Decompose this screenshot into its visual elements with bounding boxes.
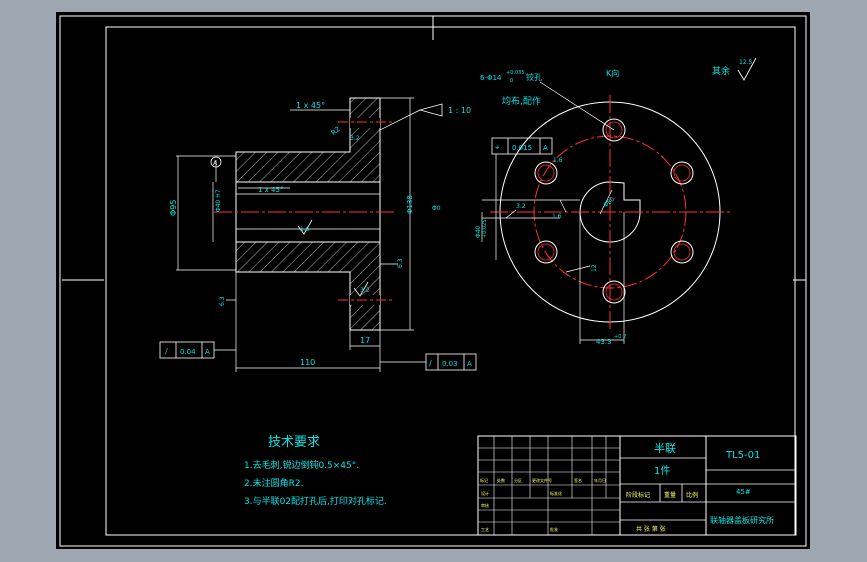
runout-left-sym: / — [165, 347, 168, 356]
bolt-hole — [534, 161, 558, 185]
tech-item-3: 3.与半联02配打孔后,打印对孔标记. — [244, 495, 387, 507]
outer-border — [59, 15, 807, 547]
taper-symbol-icon — [418, 103, 443, 117]
chamfer-bore-label: 1 x 45° — [258, 186, 283, 194]
tb-cell-weight: 重量 — [664, 491, 676, 499]
drawing-sheet — [56, 12, 810, 549]
section-view — [176, 97, 426, 372]
dim-flange-phi: Φ0 — [432, 205, 441, 212]
tb-company: 联轴器盖板研究所 — [710, 515, 774, 525]
rough-6-3a: 6.3 — [397, 258, 404, 268]
tb-cell-mark: 标记 — [480, 477, 488, 483]
rough-6-3b: 6.3 — [219, 296, 226, 306]
bolt-hole — [670, 161, 694, 185]
dim-bore: Φ40 H7 — [215, 189, 222, 212]
tb-cell-approve: 批准 — [550, 526, 558, 532]
tb-part-name: 半联 — [654, 441, 676, 455]
side-dim: Φ40 — [475, 225, 482, 238]
dim-width-110: 110 — [300, 358, 315, 367]
dim-17: 17 — [360, 336, 370, 345]
pcd-label: Φ80 — [602, 196, 616, 209]
roughness-symbol-icon — [353, 281, 369, 297]
bolt-hole — [602, 118, 626, 142]
dim-phi95: Φ95 — [169, 200, 178, 216]
tb-cell-zone: 分区 — [514, 477, 522, 483]
roughness-value: 12.5 — [739, 59, 753, 66]
title-block — [477, 435, 797, 536]
radius-label: R2 — [330, 125, 342, 137]
dim-phi138: Φ138 — [406, 195, 414, 214]
tb-cell-design: 设计 — [481, 490, 489, 496]
view-label: K向 — [606, 68, 619, 78]
keyed-bore — [579, 181, 641, 243]
keyway-tol: +0.2 — [614, 334, 626, 340]
holes-tol-lower: 0 — [510, 78, 513, 84]
tb-cell-change: 更改文件号 — [532, 477, 552, 483]
runout-right-val: 0.03 — [442, 360, 458, 368]
tb-material: 45# — [736, 488, 751, 496]
inner-border — [105, 26, 796, 536]
bolt-hole — [670, 240, 694, 264]
tb-cell-process: 工艺 — [481, 527, 489, 532]
holes-tol-upper: +0.035 — [506, 70, 525, 76]
roughness-symbol-icon — [297, 219, 313, 235]
keyway-label: 43.3 — [596, 338, 612, 346]
tb-cell-scale: 比例 — [686, 491, 698, 499]
tb-part-no: 1件 — [654, 465, 670, 477]
holes-spec: 6-Φ14 — [480, 74, 502, 82]
taper-ratio-label: 1 : 10 — [448, 106, 471, 115]
roughness-note: 其余 — [712, 65, 730, 77]
tech-item-1: 1.去毛刺,锐边倒钝0.5×45°. — [244, 459, 359, 471]
tb-cell-stage: 阶段标记 — [626, 491, 650, 499]
rough-3-2c: 3.2 — [516, 203, 526, 210]
datum-a-label: A — [213, 160, 218, 167]
tech-item-2: 2.未注圆角R2. — [244, 477, 303, 489]
position-tol-ref: A — [543, 144, 548, 152]
chamfer-top-label: 1 x 45° — [296, 101, 325, 110]
tb-cell-sign: 签名 — [574, 477, 582, 483]
bolt-hole — [534, 240, 558, 264]
runout-frame-left — [159, 341, 215, 359]
rough-3-2a: 3.2 — [360, 287, 370, 294]
tb-cell-sheets: 共 张 第 张 — [636, 525, 666, 533]
runout-left-ref: A — [205, 348, 210, 356]
tb-cell-date: 年月日 — [594, 477, 606, 483]
rough-3-2b: 3.2 — [350, 135, 360, 142]
keyway-width: 12 — [591, 264, 598, 272]
tb-cell-count: 处数 — [497, 477, 505, 483]
tb-cell-standard: 标准化 — [550, 490, 562, 496]
roughness-symbol-icon — [737, 57, 757, 81]
runout-right-ref: A — [467, 360, 472, 368]
rough-1-6b: 1.6 — [552, 213, 562, 220]
runout-frame-right — [425, 353, 477, 371]
rough-1-6: 1.6 — [300, 226, 310, 233]
bolt-hole — [602, 280, 626, 304]
tech-title: 技术要求 — [268, 435, 320, 450]
tb-drawing-no: TL5-01 — [725, 450, 760, 461]
position-tol-val: 0.015 — [512, 144, 532, 152]
holes-process: 铰孔 — [526, 72, 542, 82]
runout-left-val: 0.04 — [180, 348, 196, 356]
rough-1-6c: 1.6 — [553, 157, 563, 164]
front-view — [481, 81, 730, 344]
position-frame — [491, 137, 553, 155]
holes-note: 均布,配作 — [502, 95, 541, 107]
tb-cell-review: 审核 — [481, 502, 489, 508]
position-tol-sym: ⌖ — [495, 143, 500, 152]
runout-right-sym: / — [429, 359, 432, 368]
side-tol: +0.025 — [482, 219, 488, 238]
